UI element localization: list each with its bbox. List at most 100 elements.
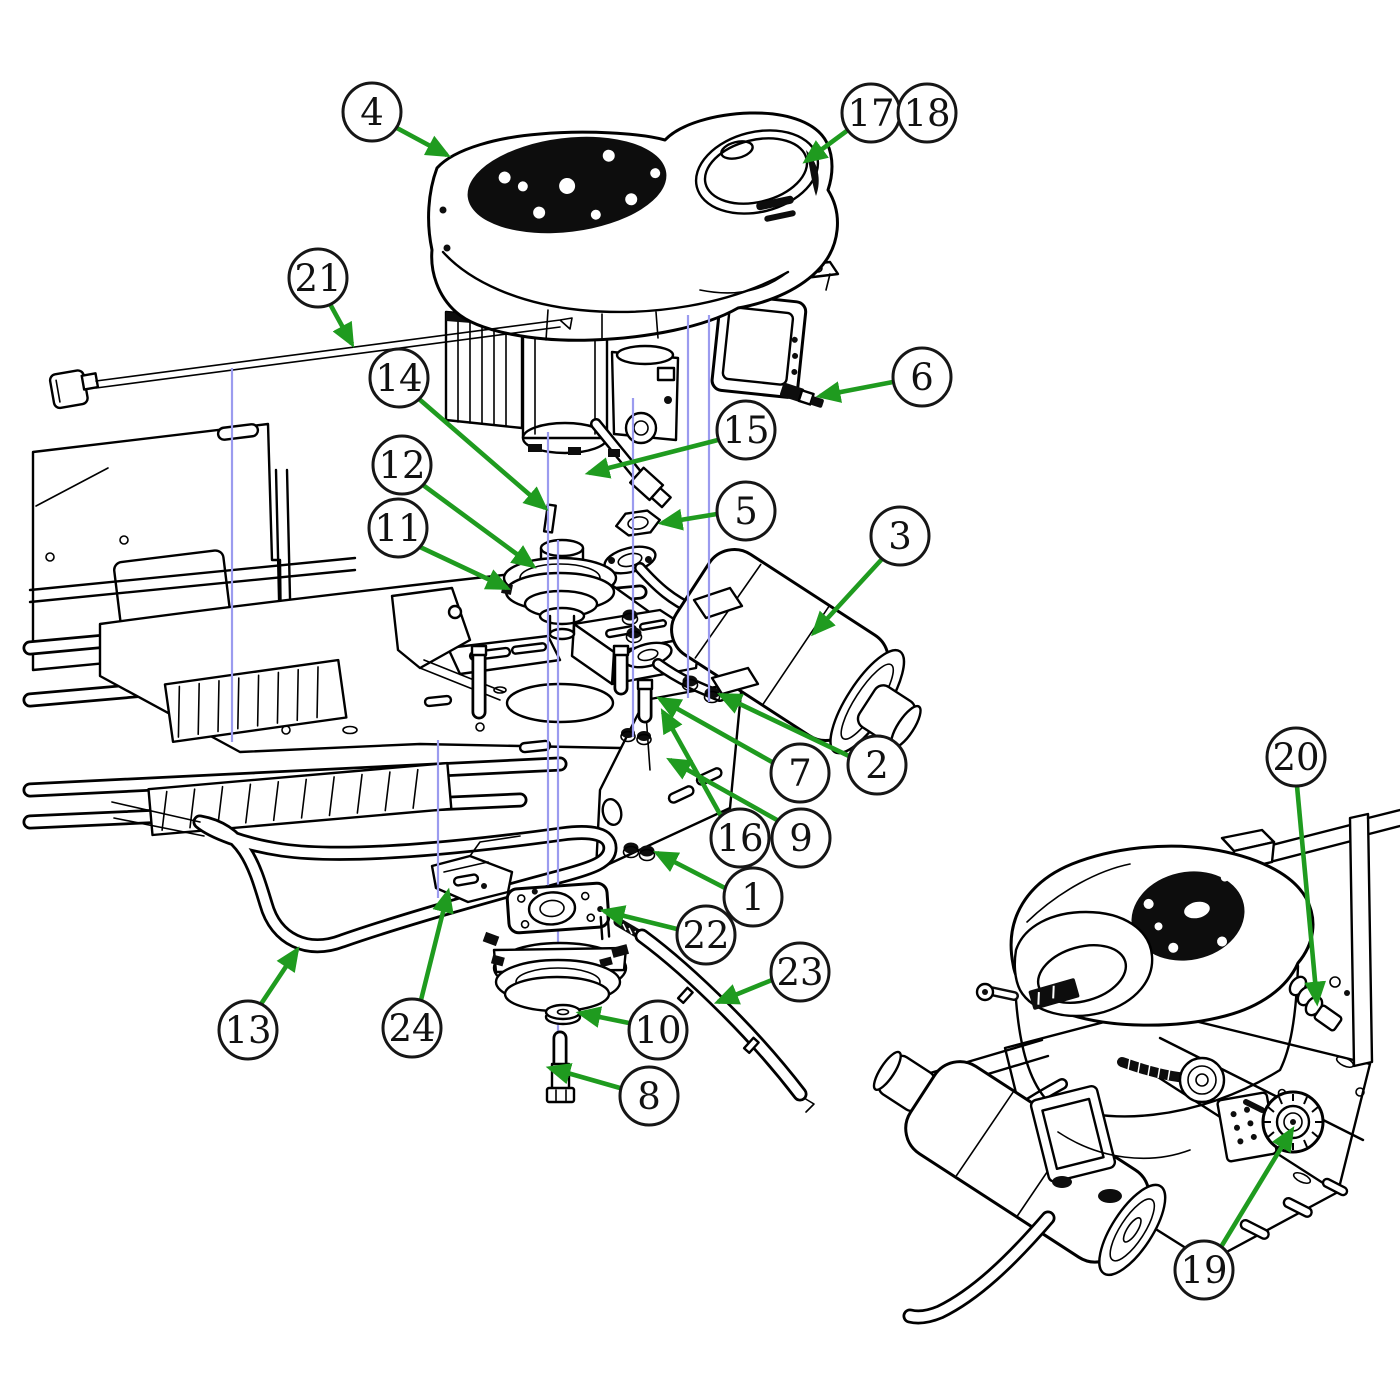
callout-9: 9	[666, 757, 832, 869]
callout-number-22: 22	[682, 914, 729, 957]
callout-number-23: 23	[776, 951, 823, 994]
callout-circle-21	[287, 247, 349, 309]
mounting-studs	[612, 644, 654, 724]
flat-washer	[544, 1003, 582, 1026]
callout-number-13: 13	[224, 1009, 271, 1052]
callout-circle-5	[715, 480, 777, 542]
callout-number-15: 15	[722, 409, 769, 452]
callout-number-14: 14	[375, 357, 422, 400]
flywheel-screen	[467, 136, 667, 234]
leader-line-24	[418, 887, 454, 1001]
callout-number-6: 6	[910, 356, 934, 399]
leader-line-22	[599, 905, 678, 932]
callout-number-24: 24	[388, 1007, 435, 1050]
callout-number-19: 19	[1180, 1249, 1227, 1292]
callout-circle-6	[891, 346, 953, 408]
leader-line-14	[417, 397, 549, 511]
leader-line-21	[327, 302, 355, 348]
callout-17: 17	[802, 82, 902, 164]
callout-number-21: 21	[294, 257, 341, 300]
callout-1: 1	[653, 850, 784, 928]
deck-crankshaft-hole	[505, 682, 615, 724]
shaft-key	[542, 503, 557, 534]
assembled-muffler	[872, 1050, 1167, 1325]
leader-line-12	[421, 483, 537, 569]
callout-23: 23	[713, 941, 831, 1005]
callout-circle-16	[709, 807, 771, 869]
engine-pulley	[502, 538, 618, 641]
leader-line-11	[419, 544, 512, 591]
callout-circle-14	[368, 347, 430, 409]
callout-number-4: 4	[360, 91, 384, 134]
leader-line-13	[259, 946, 300, 1006]
callout-number-7: 7	[788, 752, 812, 795]
callout-circle-4	[341, 81, 403, 143]
engine-cowl	[427, 111, 839, 342]
callout-3: 3	[810, 505, 931, 637]
callout-circle-10	[627, 999, 689, 1061]
callout-24: 24	[381, 887, 454, 1059]
callout-circle-8	[618, 1065, 680, 1127]
callout-13: 13	[217, 946, 300, 1061]
lower-hatched-rail	[147, 761, 453, 837]
callout-circle-15	[715, 399, 777, 461]
exhaust-nut	[615, 509, 661, 537]
exploded-view	[22, 111, 922, 954]
callout-22: 22	[599, 904, 737, 966]
callout-18: 18	[896, 82, 958, 144]
drive-belt	[111, 801, 618, 954]
spark-plug	[779, 382, 824, 408]
callout-number-10: 10	[634, 1009, 681, 1052]
callout-circle-3	[869, 505, 931, 567]
coil-box	[710, 293, 808, 399]
leader-line-3	[810, 557, 884, 637]
callout-circle-2	[846, 734, 908, 796]
callout-number-9: 9	[789, 817, 813, 860]
muffler	[670, 548, 922, 755]
callout-2: 2	[716, 692, 908, 796]
callout-15: 15	[584, 399, 777, 479]
leader-line-9	[666, 757, 779, 823]
callout-circle-7	[769, 742, 831, 804]
leader-line-10	[575, 1006, 630, 1028]
leader-line-17	[802, 128, 850, 164]
callout-number-1: 1	[741, 876, 765, 919]
callout-10: 10	[575, 999, 689, 1061]
callout-circle-19	[1173, 1239, 1235, 1301]
callout-19: 19	[1173, 1126, 1295, 1301]
callout-11: 11	[367, 497, 512, 591]
engine	[427, 111, 840, 509]
callout-7: 7	[656, 696, 831, 804]
callout-circle-24	[381, 997, 443, 1059]
callout-circle-18	[896, 82, 958, 144]
assembled-frame	[918, 808, 1400, 1264]
assembled-engine	[975, 844, 1315, 1203]
callout-number-3: 3	[888, 515, 912, 558]
leader-line-4	[393, 124, 451, 158]
leader-line-2	[716, 692, 850, 759]
callout-circle-12	[371, 434, 433, 496]
callout-5: 5	[657, 480, 777, 542]
clutch-assembly	[482, 881, 815, 1113]
callout-circle-13	[217, 999, 279, 1061]
callout-8: 8	[545, 1063, 680, 1127]
callout-number-11: 11	[374, 507, 421, 550]
callout-20: 20	[1265, 726, 1327, 1007]
leader-line-1	[653, 850, 727, 891]
callout-number-2: 2	[865, 744, 889, 787]
callout-6: 6	[815, 346, 953, 408]
callout-4: 4	[341, 81, 451, 158]
callout-14: 14	[368, 347, 549, 511]
callout-circle-22	[675, 904, 737, 966]
latch-bracket	[390, 586, 505, 701]
callout-circle-23	[769, 941, 831, 1003]
callout-number-18: 18	[903, 92, 950, 135]
callout-number-16: 16	[716, 817, 763, 860]
callout-number-12: 12	[378, 444, 425, 487]
leader-line-6	[815, 379, 894, 403]
leader-line-8	[545, 1063, 621, 1091]
throttle-rod	[48, 317, 573, 410]
callout-circle-20	[1265, 726, 1327, 788]
